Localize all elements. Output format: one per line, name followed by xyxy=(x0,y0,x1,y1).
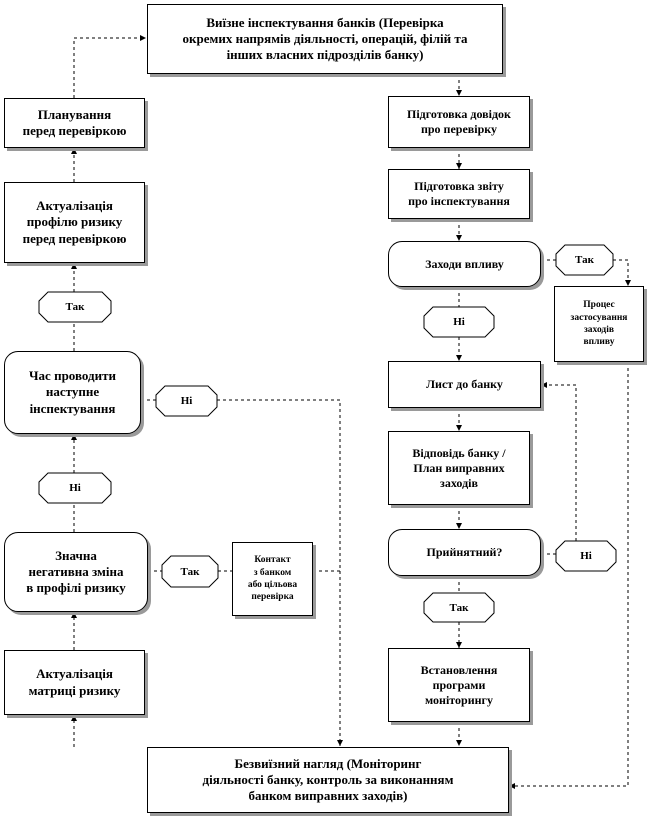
decision-yes-change-label: Так xyxy=(180,565,200,578)
decision-no-change: Ні xyxy=(38,472,112,504)
connector-planning-to-inspection xyxy=(73,35,146,98)
decision-no-acceptable-label: Ні xyxy=(580,550,592,562)
node-prepare-notes: Підготовка довідок про перевірку xyxy=(388,96,530,148)
node-offsite-supervision: Безвиїзний нагляд (Моніторинг діяльності… xyxy=(147,747,509,813)
connector-yes-to-process xyxy=(613,259,631,286)
node-prepare-report: Підготовка звіту про інспектування xyxy=(388,169,530,219)
connector-no-to-supervision xyxy=(217,399,343,746)
node-contact-bank: Контакт з банком або цільова перевірка xyxy=(232,542,313,616)
node-enforcement-measures: Заходи впливу xyxy=(388,241,541,287)
node-planning: Планування перед перевіркою xyxy=(4,98,145,148)
node-monitoring-program: Встановлення програми моніторингу xyxy=(388,648,530,722)
decision-yes-acceptable: Так xyxy=(423,592,495,623)
connector-no-to-letter-loop xyxy=(541,382,577,541)
decision-yes-acceptable-label: Так xyxy=(449,601,469,614)
node-time-to-inspect: Час проводити наступне інспектування xyxy=(4,351,141,434)
node-bank-response: Відповідь банку / План виправних заходів xyxy=(388,431,530,505)
decision-no-enforcement: Ні xyxy=(423,306,495,338)
node-acceptable: Прийнятний? xyxy=(388,529,541,576)
decision-no-time-label: Ні xyxy=(180,395,193,407)
decision-yes-time: Так xyxy=(38,291,112,323)
node-risk-matrix-update: Актуалізація матриці ризику xyxy=(4,650,145,715)
decision-no-change-label: Ні xyxy=(69,482,81,494)
node-risk-profile-update: Актуалізація профілю ризику перед переві… xyxy=(4,182,145,263)
decision-no-time: Ні xyxy=(155,385,218,417)
node-enforcement-process: Процес застосування заходів впливу xyxy=(554,286,644,362)
decision-no-acceptable: Ні xyxy=(555,540,617,572)
node-letter-to-bank: Лист до банку xyxy=(388,361,541,408)
node-significant-change: Значна негативна зміна в профілі ризику xyxy=(4,532,148,612)
decision-yes-time-label: Так xyxy=(65,301,85,313)
decision-no-enforcement-label: Ні xyxy=(453,316,465,328)
decision-yes-enforcement: Так xyxy=(555,244,614,276)
decision-yes-enforcement-label: Так xyxy=(575,254,594,266)
node-onsite-inspection: Виїзне інспектування банків (Перевірка о… xyxy=(147,4,503,74)
decision-yes-change: Так xyxy=(161,555,219,588)
